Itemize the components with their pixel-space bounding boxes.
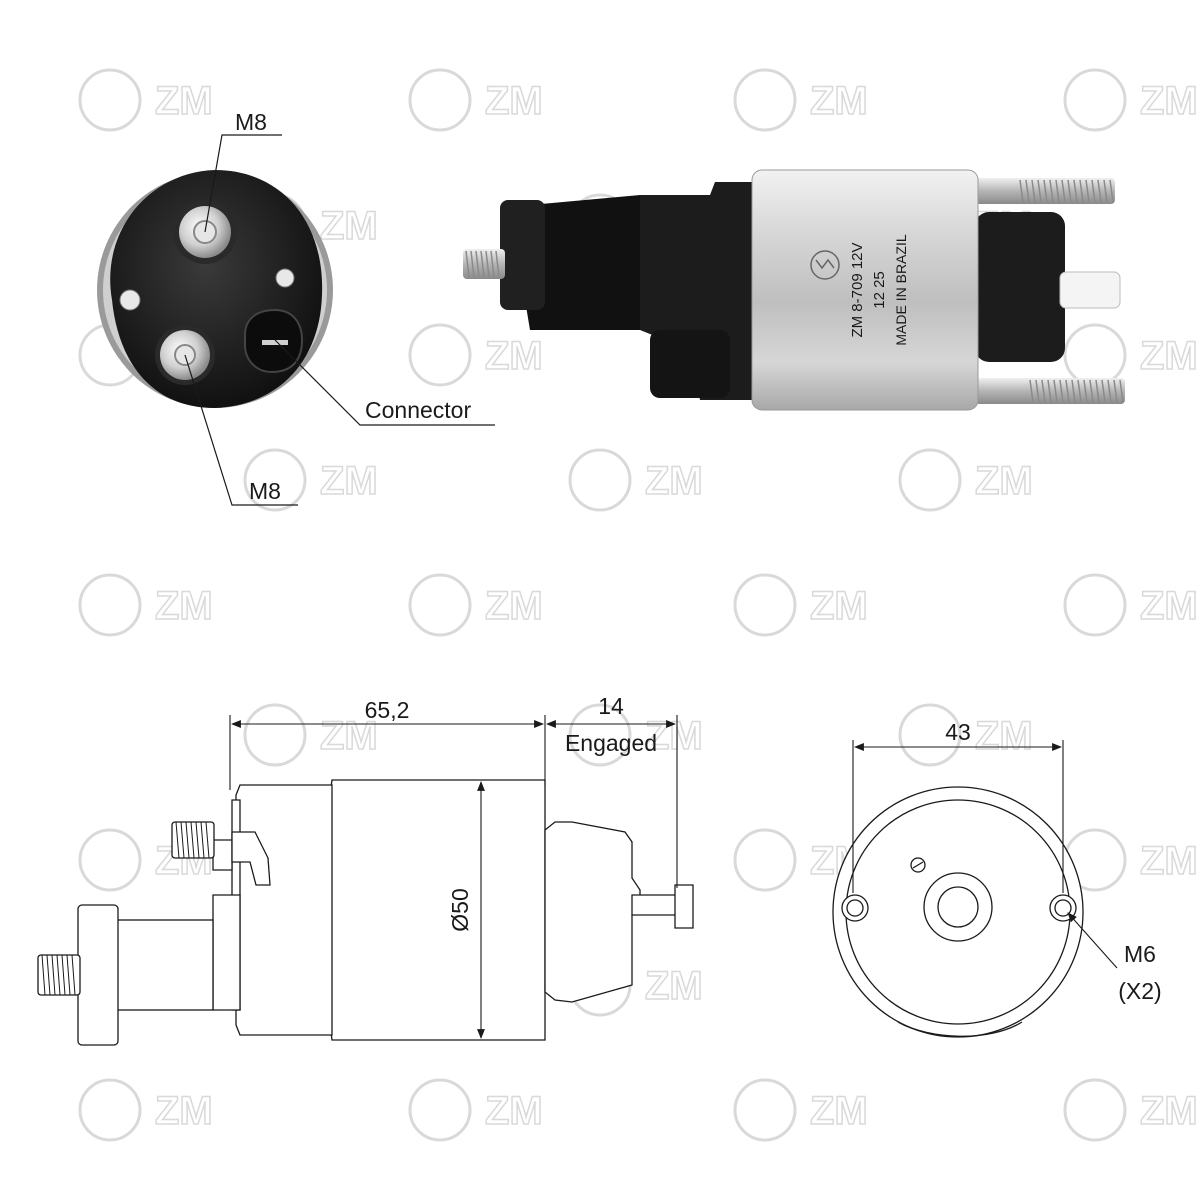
watermark-logo-icon: ZM xyxy=(243,703,379,767)
side-line-drawing xyxy=(37,779,694,1046)
photo-housing-marking: ZM 8-709 12V 12 25 MADE IN BRAZIL xyxy=(849,234,909,345)
photo-origin-text: MADE IN BRAZIL xyxy=(893,234,909,345)
watermark-logo-icon: ZM xyxy=(408,323,544,387)
side-rear-cover xyxy=(235,784,333,1036)
photo-rear-black-cap xyxy=(975,212,1065,362)
end-bottom-rim xyxy=(897,1021,1023,1037)
watermark-text: ZM xyxy=(155,79,213,123)
watermark-text: ZM xyxy=(1140,839,1198,883)
watermark-logo-icon: ZM xyxy=(1063,323,1199,387)
photo-front-stud-thread xyxy=(465,250,500,278)
watermark-text: ZM xyxy=(485,584,543,628)
leader-top-m8 xyxy=(204,134,282,233)
watermark-text: ZM xyxy=(975,714,1033,758)
photo-brand-logo-icon xyxy=(810,250,840,280)
photo-nose-flange xyxy=(500,200,545,310)
dim-stroke-value: 14 xyxy=(598,693,624,719)
watermark-text: ZM xyxy=(155,584,213,628)
side-main-cylinder xyxy=(326,779,546,1041)
watermark-logo-icon: ZM xyxy=(408,68,544,132)
end-mount-hole-right-inner xyxy=(1054,899,1072,917)
end-mount-hole-left-inner xyxy=(846,899,864,917)
watermark-text: ZM xyxy=(810,584,868,628)
watermark-logo-icon: ZM xyxy=(733,573,869,637)
watermark-text: ZM xyxy=(645,459,703,503)
label-top-m8: M8 xyxy=(235,109,267,135)
watermark-logo-icon: ZM xyxy=(1063,68,1199,132)
watermark-text: ZM xyxy=(975,459,1033,503)
label-connector: Connector xyxy=(365,397,471,423)
side-plunger-head xyxy=(674,884,694,929)
watermark-logo-icon: ZM xyxy=(898,448,1034,512)
watermark-text: ZM xyxy=(1140,334,1198,378)
watermark-text: ZM xyxy=(155,1089,213,1133)
leader-connector xyxy=(274,339,495,426)
side-lower-terminal-flange xyxy=(77,904,119,1046)
photo-date-code: 12 25 xyxy=(871,271,888,309)
photo-side-view: ZM 8-709 12V 12 25 MADE IN BRAZIL xyxy=(463,169,1125,411)
dim-diameter-value: Ø50 xyxy=(447,888,473,931)
watermark-text: ZM xyxy=(320,459,378,503)
watermark-logo-icon: ZM xyxy=(1063,828,1199,892)
watermark-text: ZM xyxy=(1140,584,1198,628)
watermark-text: ZM xyxy=(645,964,703,1008)
photo-upper-bolt-thread xyxy=(1019,179,1114,203)
watermark-text: ZM xyxy=(1140,79,1198,123)
side-upper-terminal-boss xyxy=(212,839,233,871)
watermark-logo-icon: ZM xyxy=(1063,1078,1199,1142)
side-upper-terminal-bracket xyxy=(231,831,271,886)
watermark-logo-icon: ZM xyxy=(78,573,214,637)
side-lower-terminal-sleeve xyxy=(114,919,214,1011)
watermark-logo-icon: ZM xyxy=(78,1078,214,1142)
watermark-logo-icon: ZM xyxy=(408,1078,544,1142)
photo-label-text: ZM 8-709 12V xyxy=(849,242,866,337)
watermark-logo-icon: ZM xyxy=(733,1078,869,1142)
photo-small-stud-right xyxy=(275,268,295,288)
side-upper-stud-thread xyxy=(175,821,210,859)
side-lower-stud-thread xyxy=(41,954,76,996)
watermark-text: ZM xyxy=(810,1089,868,1133)
end-pole-inner xyxy=(937,886,979,928)
end-line-drawing xyxy=(832,786,1084,1038)
side-lower-terminal-block xyxy=(212,894,241,1011)
watermark-text: ZM xyxy=(1140,1089,1198,1133)
watermark-logo-icon: ZM xyxy=(568,448,704,512)
photo-lower-bolt-thread xyxy=(1029,379,1124,403)
label-bottom-m8: M8 xyxy=(249,478,281,504)
photo-plunger xyxy=(1059,271,1121,309)
watermark-logo-icon: ZM xyxy=(78,68,214,132)
dim-stroke-note: Engaged xyxy=(565,730,657,756)
label-m6: M6 xyxy=(1124,941,1156,967)
watermark-logo-icon: ZM xyxy=(898,703,1034,767)
end-mount-hole-left xyxy=(841,894,869,922)
side-plunger-rod xyxy=(631,894,681,916)
photo-connector-pin xyxy=(262,340,288,345)
photo-end-view xyxy=(97,170,333,408)
watermark-logo-icon: ZM xyxy=(408,573,544,637)
side-dimensions xyxy=(229,715,678,1039)
photo-connector-block xyxy=(650,330,730,398)
watermark-text: ZM xyxy=(485,1089,543,1133)
watermark-text: ZM xyxy=(485,334,543,378)
dim-length-value: 65,2 xyxy=(365,697,410,723)
leader-bottom-m8 xyxy=(184,354,298,506)
leader-m6 xyxy=(1067,912,1118,969)
watermark-logo-icon: ZM xyxy=(243,448,379,512)
watermark-logo-icon: ZM xyxy=(1063,573,1199,637)
watermark-text: ZM xyxy=(320,204,378,248)
watermark-text: ZM xyxy=(810,79,868,123)
watermark-text: ZM xyxy=(485,79,543,123)
watermark-logo-icon: ZM xyxy=(733,68,869,132)
photo-small-stud-left xyxy=(119,289,141,311)
label-m6-qty: (X2) xyxy=(1118,978,1161,1004)
side-front-pole xyxy=(544,821,641,1003)
end-dimensions xyxy=(852,740,1118,969)
end-screw-slot xyxy=(912,861,924,869)
dim-hole-spacing-value: 43 xyxy=(945,719,971,745)
photo-silver-housing xyxy=(751,169,979,411)
photo-callout-leaders xyxy=(184,134,495,506)
